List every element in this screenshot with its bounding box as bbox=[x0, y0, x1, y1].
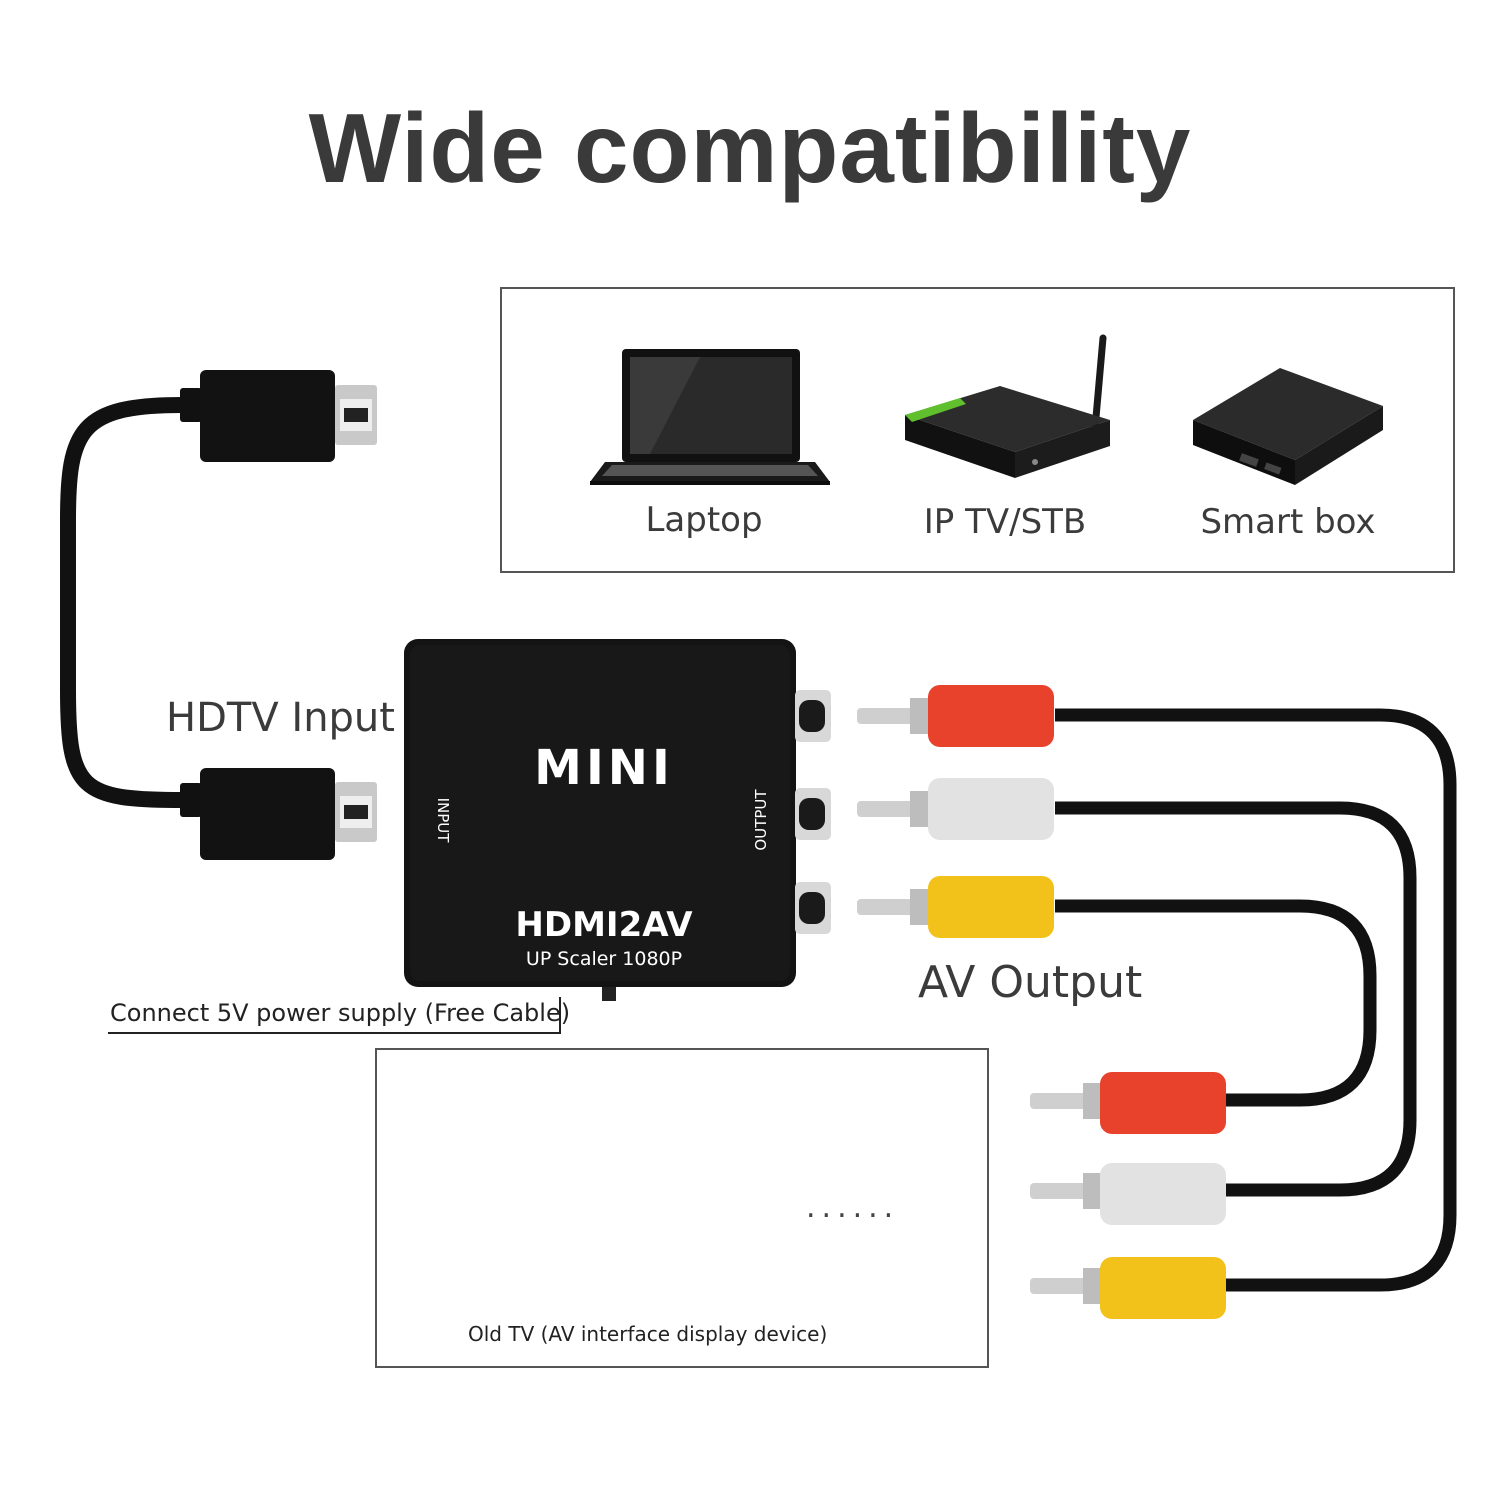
av-output-label: AV Output bbox=[918, 957, 1143, 1008]
converter-brand: MINI bbox=[534, 740, 674, 796]
rca-plug-red-bottom bbox=[1030, 1072, 1226, 1134]
hdmi-plug-bottom bbox=[180, 768, 377, 860]
hdmi-plug-top bbox=[180, 370, 377, 462]
rca-plug-yellow-top bbox=[857, 876, 1054, 938]
converter-model: HDMI2AV bbox=[515, 905, 693, 945]
hdmi2av-converter-box bbox=[404, 639, 831, 1001]
power-supply-note: Connect 5V power supply (Free Cable) bbox=[110, 999, 571, 1027]
converter-input-label: INPUT bbox=[434, 798, 452, 844]
hdmi-cable bbox=[60, 397, 190, 808]
more-devices-ellipsis: ...... bbox=[806, 1190, 900, 1225]
rca-plug-white-bottom bbox=[1030, 1163, 1226, 1225]
device-label-laptop: Laptop bbox=[645, 500, 763, 540]
rca-plug-yellow-bottom bbox=[1030, 1257, 1226, 1319]
power-note-bracket bbox=[108, 997, 561, 1034]
laptop-icon bbox=[590, 349, 830, 485]
page-title: Wide compatibility bbox=[308, 93, 1192, 203]
hdtv-input-label: HDTV Input bbox=[166, 695, 395, 741]
smart-box-icon bbox=[1193, 368, 1383, 485]
device-label-smart-box: Smart box bbox=[1200, 502, 1376, 542]
device-label-ip-tv-stb: IP TV/STB bbox=[923, 502, 1087, 542]
converter-subtitle: UP Scaler 1080P bbox=[526, 948, 682, 970]
set-top-box-icon bbox=[905, 334, 1110, 478]
rca-plug-red-top bbox=[857, 685, 1054, 747]
old-tv-caption: Old TV (AV interface display device) bbox=[468, 1322, 828, 1346]
rca-plug-white-top bbox=[857, 778, 1054, 840]
av-cables bbox=[1055, 708, 1457, 1292]
display-device-panel bbox=[375, 1048, 989, 1368]
converter-output-label: OUTPUT bbox=[752, 789, 770, 851]
